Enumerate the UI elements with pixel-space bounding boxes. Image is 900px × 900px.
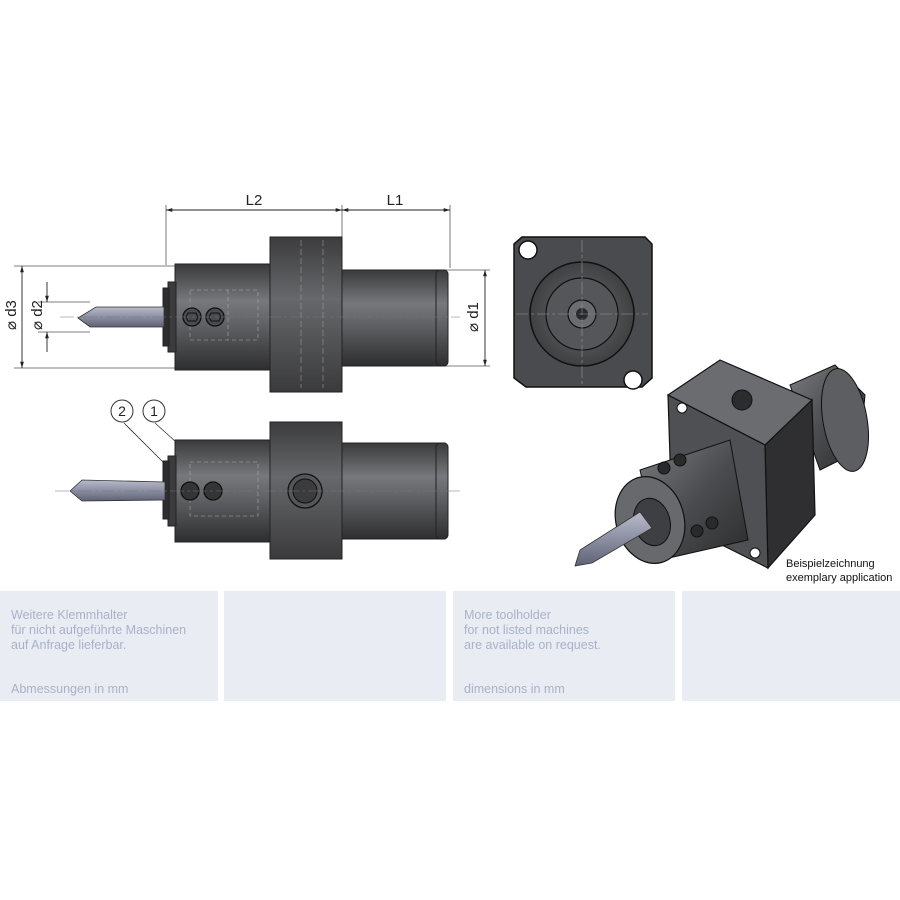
info-panel-en: More toolholder for not listed machines … — [453, 591, 675, 701]
dim-l1-label: L1 — [387, 192, 404, 209]
panel-en-line: are available on request. — [464, 638, 601, 652]
side-view-top: L2 L1 ⌀ d3 ⌀ d2 ⌀ d1 — [3, 192, 490, 393]
info-panel-de: Weitere Klemmhalter für nicht aufgeführt… — [0, 591, 218, 701]
panel-en-unit: dimensions in mm — [464, 682, 565, 696]
panel-en-line: More toolholder — [464, 608, 551, 622]
dim-l2-label: L2 — [246, 192, 263, 209]
panel-de-unit: Abmessungen in mm — [11, 682, 129, 696]
front-view — [513, 236, 653, 390]
dim-d1-label: ⌀ d1 — [465, 302, 482, 332]
panel-de-line: auf Anfrage lieferbar. — [11, 638, 127, 652]
panel-de-line: Weitere Klemmhalter — [11, 608, 128, 622]
info-panels: Weitere Klemmhalter für nicht aufgeführt… — [0, 591, 900, 701]
dim-d2-label: ⌀ d2 — [29, 300, 46, 330]
dim-d3-label: ⌀ d3 — [3, 300, 20, 330]
info-panel-empty — [682, 591, 900, 701]
isometric-view — [574, 359, 869, 570]
caption-line-de: Beispielzeichnung — [786, 558, 875, 570]
callout-2: 2 — [118, 403, 126, 419]
caption-line-en: exemplary application — [786, 572, 893, 584]
panel-en-line: for not listed machines — [464, 623, 590, 637]
example-caption: Beispielzeichnung exemplary application — [786, 557, 892, 585]
panel-de-line: für nicht aufgeführte Maschinen — [11, 623, 187, 637]
side-view-bottom: 2 1 — [55, 399, 460, 560]
technical-drawing: L2 L1 ⌀ d3 ⌀ d2 ⌀ d1 — [3, 192, 869, 570]
info-panel-empty — [224, 591, 446, 701]
callout-1: 1 — [150, 403, 158, 419]
